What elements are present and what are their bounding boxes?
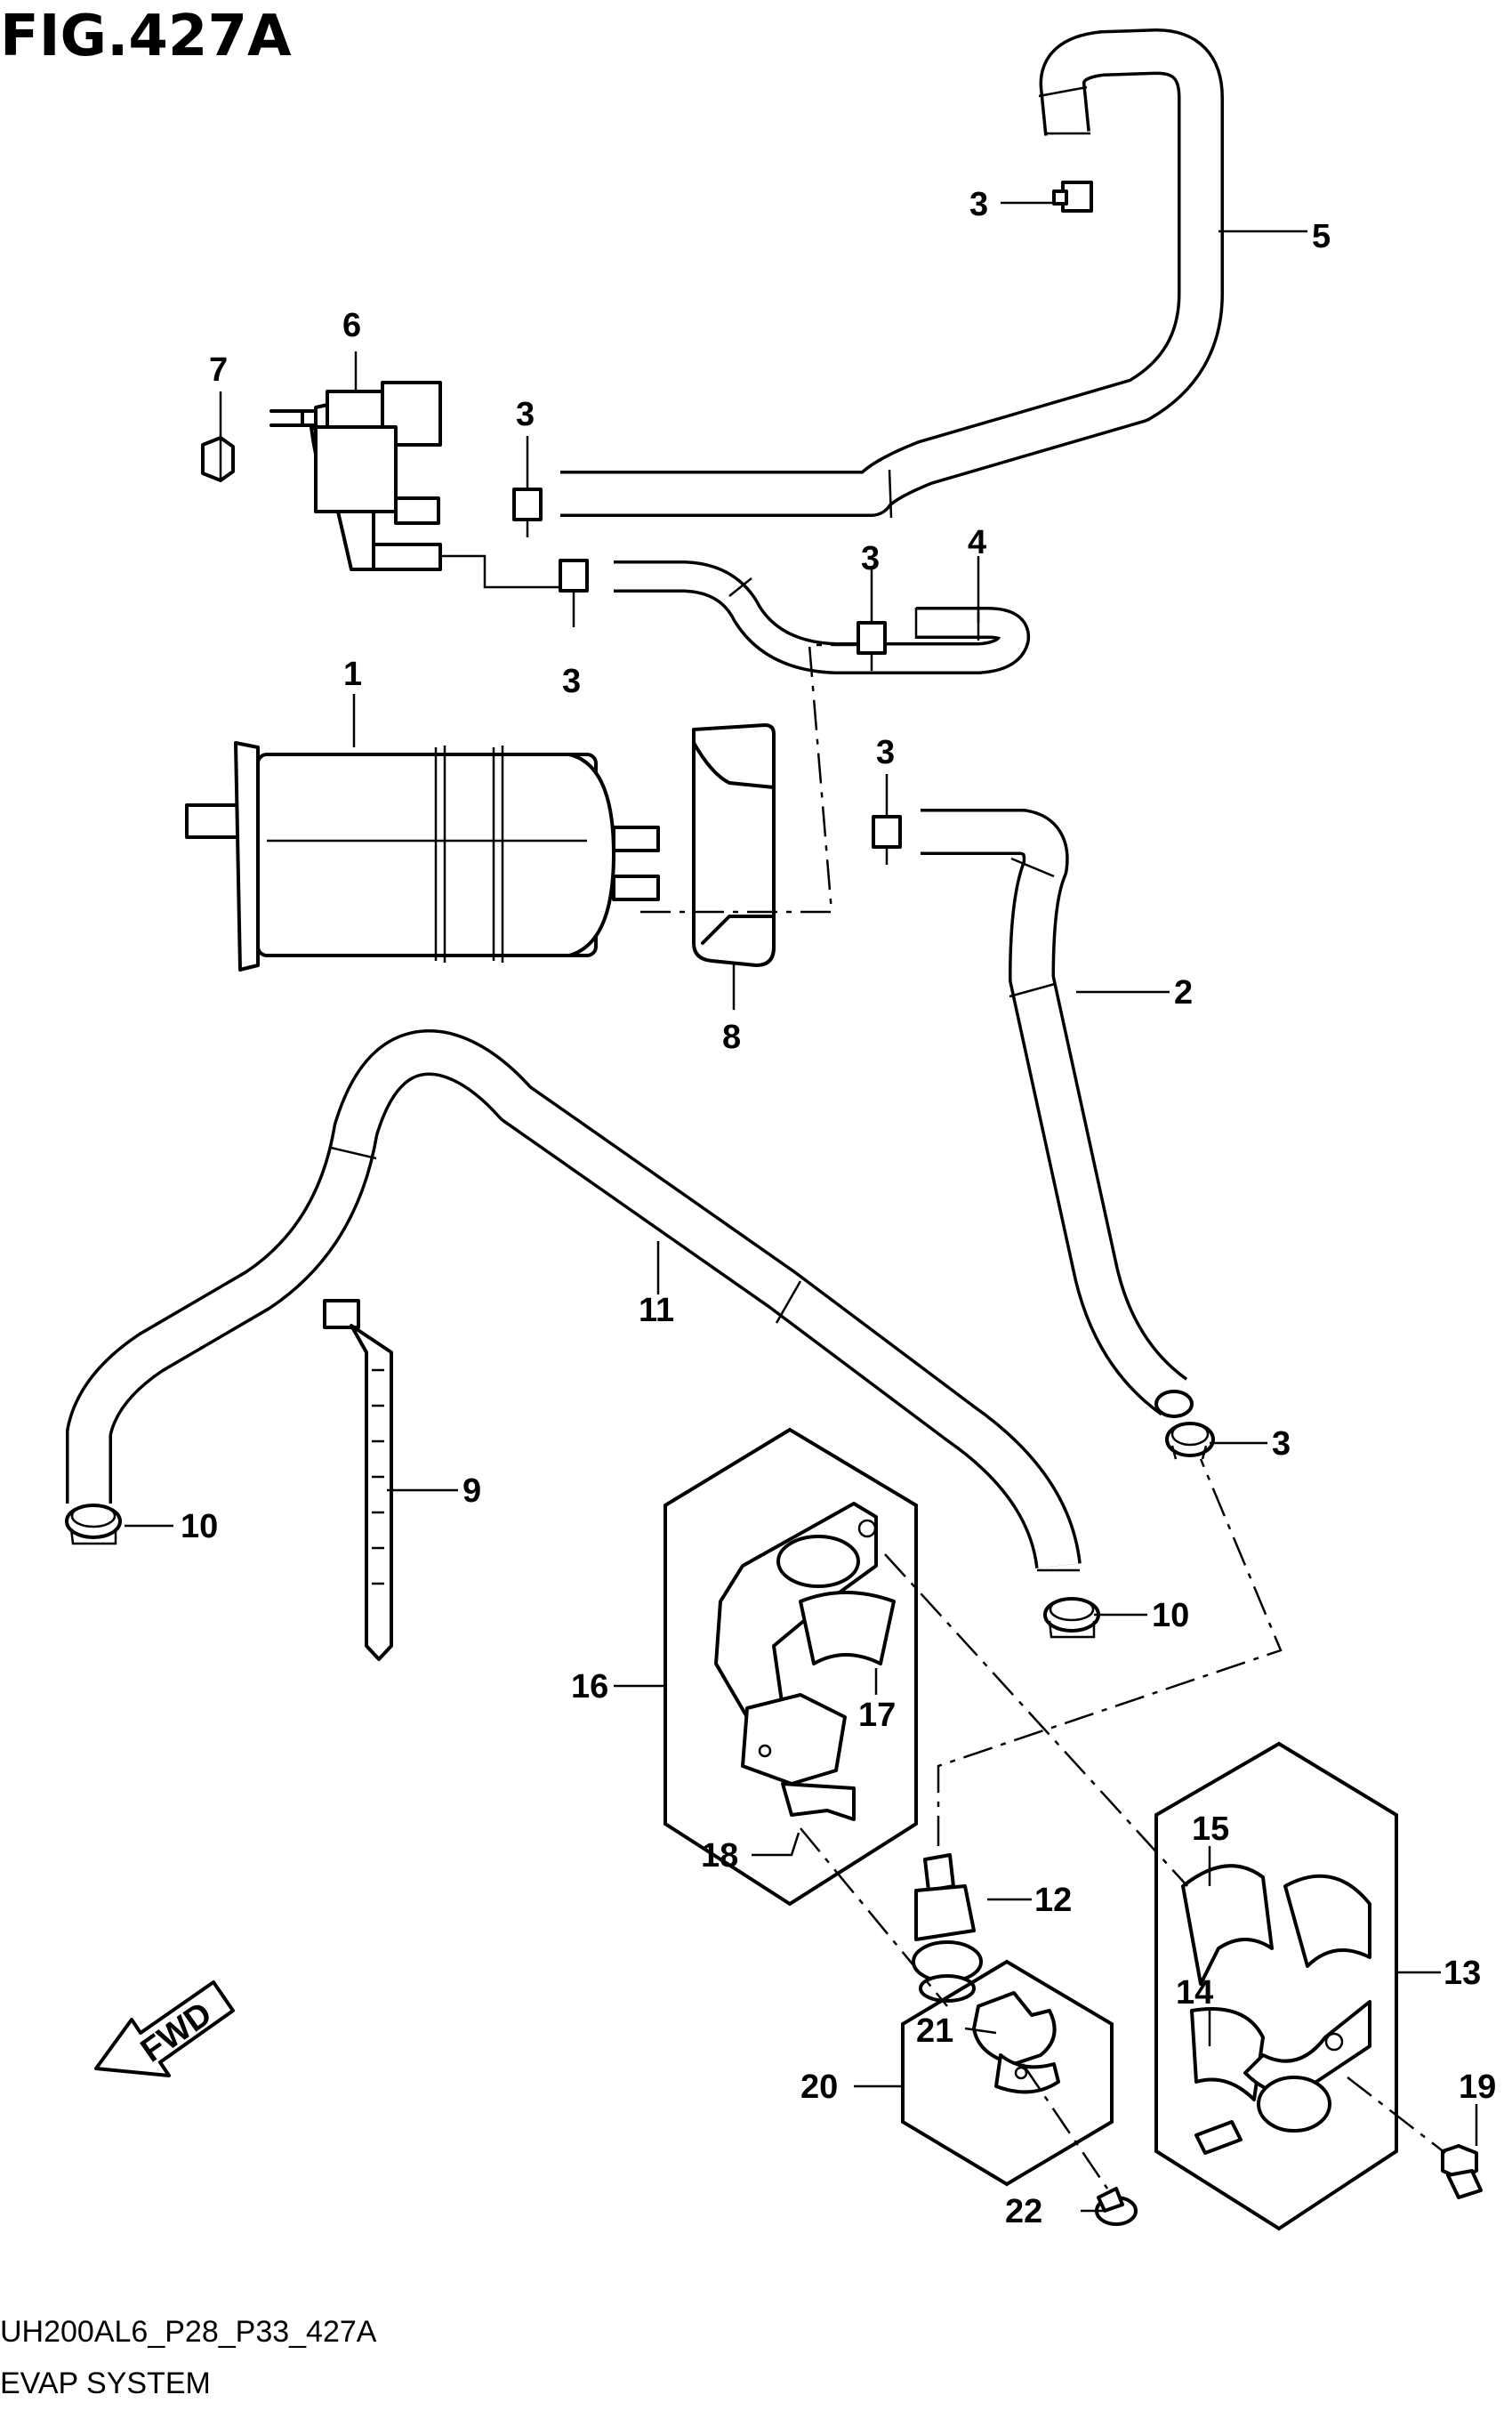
callout-7: 7 (209, 351, 228, 389)
callout-19: 19 (1459, 2068, 1496, 2106)
clamp-part-3-top[interactable] (1052, 181, 1093, 213)
clamp-part-3-canister[interactable] (872, 815, 902, 865)
figure-title: FIG.427A (0, 4, 292, 69)
nut-part-7[interactable] (201, 436, 235, 482)
callout-13: 13 (1444, 1955, 1481, 1992)
purge-valve-part-6[interactable] (269, 381, 442, 571)
callout-12: 12 (1034, 1882, 1072, 1919)
callout-3: 3 (1272, 1425, 1291, 1463)
holder-part-8[interactable] (692, 723, 776, 967)
callout-1: 1 (343, 656, 362, 693)
callout-10: 10 (1152, 1597, 1189, 1634)
callout-3: 3 (516, 396, 535, 433)
diagram-name: EVAP SYSTEM (0, 2367, 211, 2400)
clamp-part-3-valve[interactable] (512, 488, 543, 537)
callout-3: 3 (861, 540, 880, 577)
callout-labels: 3 5 6 7 3 3 3 4 1 3 8 2 11 9 10 3 10 16 … (181, 186, 1496, 2230)
leader-lines (125, 201, 1478, 2213)
callout-3: 3 (876, 734, 895, 771)
callout-21: 21 (916, 2012, 953, 2050)
callout-16: 16 (571, 1668, 608, 1705)
clamp-part-3-lower-valve[interactable] (559, 559, 589, 609)
callout-22: 22 (1005, 2193, 1042, 2230)
callout-9: 9 (462, 1472, 481, 1510)
callout-11: 11 (639, 1292, 674, 1329)
bolt-part-19[interactable] (1441, 2144, 1483, 2199)
screw-part-22[interactable] (1095, 2187, 1138, 2226)
canister-part-1[interactable] (185, 741, 660, 972)
callout-17: 17 (858, 1697, 896, 1734)
grommet-part-12[interactable] (912, 1853, 983, 2003)
hose-part-11[interactable] (66, 1029, 1082, 1572)
callout-20: 20 (800, 2068, 838, 2106)
callout-2: 2 (1174, 974, 1193, 1012)
callout-4: 4 (968, 524, 986, 561)
bracket-group-20[interactable] (901, 1959, 1114, 2187)
callout-3: 3 (969, 186, 988, 223)
clamp-part-3-spring[interactable] (1165, 1422, 1215, 1460)
callout-10: 10 (181, 1508, 218, 1545)
callout-3: 3 (562, 663, 581, 700)
hose-part-4[interactable] (614, 560, 1031, 674)
callout-6: 6 (342, 307, 361, 344)
fwd-arrow-icon: FWD (94, 1980, 235, 2077)
hose-part-5[interactable] (560, 28, 1224, 519)
diagram-code: UH200AL6_P28_P33_427A (0, 2315, 377, 2349)
callout-18: 18 (701, 1837, 738, 1875)
cable-tie-part-9[interactable] (323, 1299, 393, 1661)
reference-lines (640, 643, 1446, 2189)
callout-5: 5 (1312, 218, 1331, 255)
bracket-group-16[interactable] (664, 1427, 918, 1907)
clamp-part-10-right[interactable] (1043, 1597, 1100, 1639)
callout-14: 14 (1176, 1974, 1213, 2012)
callout-8: 8 (722, 1019, 741, 1056)
hose-part-2[interactable] (921, 809, 1194, 1418)
clamp-part-10-left[interactable] (65, 1504, 122, 1545)
callout-15: 15 (1192, 1810, 1229, 1848)
